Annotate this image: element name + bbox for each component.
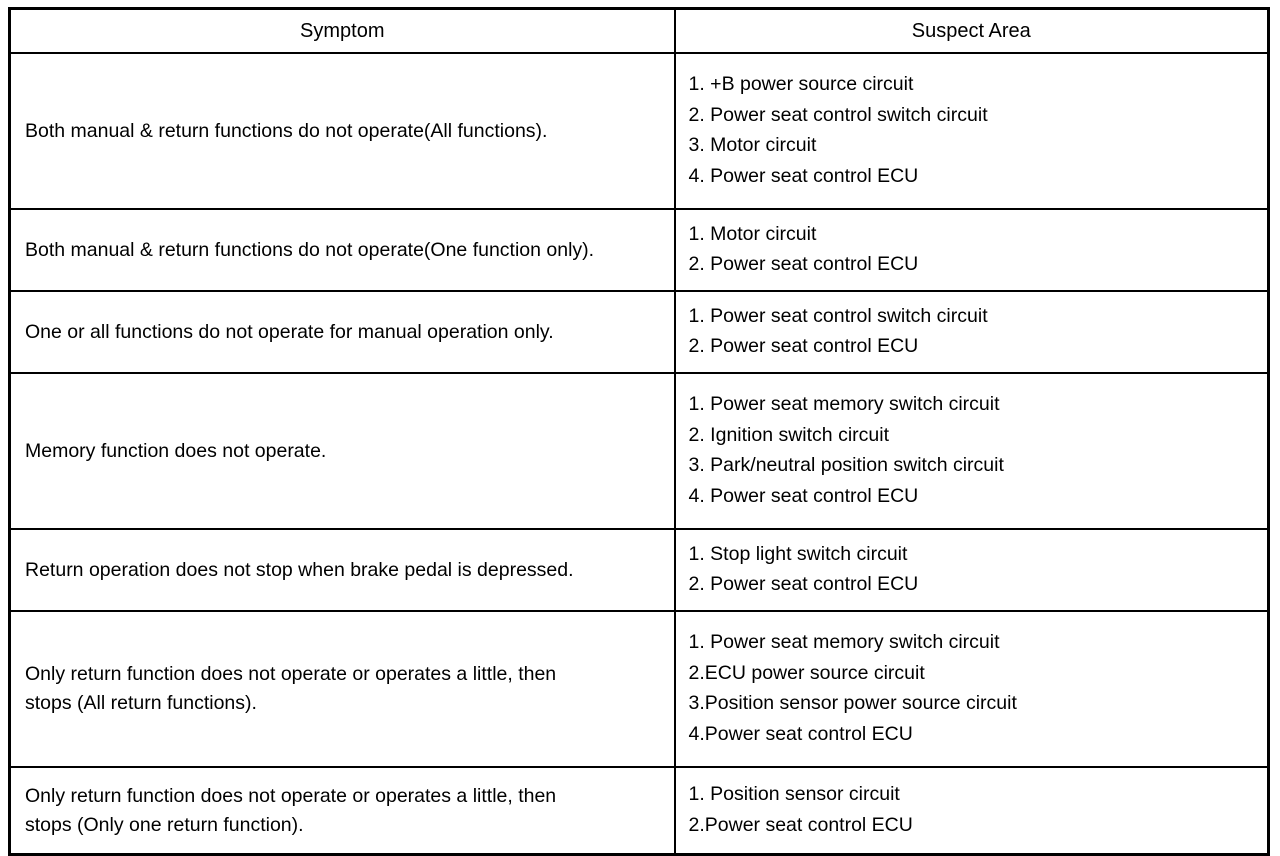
table-row: Both manual & return functions do not op…	[8, 208, 1270, 292]
table-row: Only return function does not operate or…	[8, 610, 1270, 768]
suspect-area-item: 2. Power seat control switch circuit	[688, 103, 988, 126]
symptom-line: Return operation does not stop when brak…	[25, 558, 574, 581]
suspect-area-item: 2.ECU power source circuit	[688, 661, 925, 684]
suspect-area-item: 1. Power seat memory switch circuit	[688, 393, 1000, 415]
symptom-suspect-table: Symptom Suspect Area Both manual & retur…	[8, 7, 1270, 856]
suspect-area-list: 1. Power seat memory switch circuit 2.ECU…	[689, 628, 1258, 750]
suspect-area-list: 1. Power seat control switch circuit 2. P…	[689, 302, 1258, 363]
suspect-area-list: 1. Motor circuit 2. Power seat control EC…	[689, 220, 1258, 281]
suspect-area-item: 2.Power seat control ECU	[688, 813, 913, 836]
symptom-line: One or all functions do not operate for …	[25, 320, 554, 343]
symptom-text: Both manual & return functions do not op…	[25, 117, 664, 146]
suspect-area-item: 2. Ignition switch circuit	[688, 423, 890, 446]
symptom-cell: Memory function does not operate.	[8, 372, 676, 530]
symptom-text: One or all functions do not operate for …	[25, 318, 664, 347]
table-header: Symptom Suspect Area	[8, 7, 1270, 54]
table-row: Memory function does not operate. 1. Powe…	[8, 372, 1270, 530]
column-header-symptom: Symptom	[8, 7, 676, 54]
symptom-line: Both manual & return functions do not op…	[25, 119, 548, 142]
table-body: Both manual & return functions do not op…	[8, 52, 1270, 856]
suspect-area-cell: 1. Power seat memory switch circuit 2.ECU…	[673, 610, 1270, 768]
suspect-area-item: 4.Power seat control ECU	[688, 722, 913, 745]
symptom-text: Both manual & return functions do not op…	[25, 236, 664, 265]
suspect-area-item: 3.Position sensor power source circuit	[688, 692, 1017, 714]
suspect-area-cell: 1. Position sensor circuit 2.Power seat c…	[673, 766, 1270, 856]
suspect-area-item: 4. Power seat control ECU	[688, 164, 919, 187]
table-row: Return operation does not stop when brak…	[8, 528, 1270, 612]
suspect-area-item: 3. Motor circuit	[688, 134, 817, 156]
symptom-cell: Both manual & return functions do not op…	[8, 208, 676, 292]
table-row: One or all functions do not operate for …	[8, 290, 1270, 374]
suspect-area-item: 3. Park/neutral position switch circuit	[688, 454, 1004, 476]
suspect-area-item: 1. Position sensor circuit	[688, 783, 900, 805]
symptom-line: Memory function does not operate.	[25, 439, 327, 462]
suspect-area-item: 1. Motor circuit	[688, 222, 817, 245]
symptom-line: Only return function does not operate or…	[25, 784, 557, 807]
symptom-line: stops (All return functions).	[25, 692, 257, 714]
suspect-area-cell: 1. Power seat control switch circuit 2. P…	[673, 290, 1270, 374]
suspect-area-item: 4. Power seat control ECU	[688, 484, 919, 507]
symptom-line: stops (Only one return function).	[25, 813, 304, 836]
symptom-cell: Only return function does not operate or…	[8, 610, 676, 768]
symptom-text: Only return function does not operate or…	[25, 782, 664, 840]
suspect-area-cell: 1. Motor circuit 2. Power seat control EC…	[673, 208, 1270, 292]
table-row: Only return function does not operate or…	[8, 766, 1270, 856]
symptom-line: Only return function does not operate or…	[25, 663, 557, 686]
suspect-area-list: 1. +B power source circuit 2. Power seat …	[689, 70, 1258, 192]
suspect-area-cell: 1. +B power source circuit 2. Power seat …	[673, 52, 1270, 210]
suspect-area-item: 1. Stop light switch circuit	[688, 542, 908, 565]
suspect-area-item: 1. Power seat memory switch circuit	[688, 631, 1000, 653]
symptom-line: Both manual & return functions do not op…	[25, 238, 595, 261]
symptom-cell: One or all functions do not operate for …	[8, 290, 676, 374]
suspect-area-list: 1. Stop light switch circuit 2. Power sea…	[689, 540, 1258, 601]
suspect-area-cell: 1. Power seat memory switch circuit 2. Ig…	[673, 372, 1270, 530]
suspect-area-item: 1. +B power source circuit	[688, 73, 914, 95]
column-header-suspect-area: Suspect Area	[673, 7, 1270, 54]
symptom-text: Only return function does not operate or…	[25, 660, 664, 718]
suspect-area-item: 2. Power seat control ECU	[688, 253, 919, 275]
suspect-area-cell: 1. Stop light switch circuit 2. Power sea…	[673, 528, 1270, 612]
suspect-area-item: 2. Power seat control ECU	[688, 573, 919, 595]
suspect-area-item: 2. Power seat control ECU	[688, 335, 919, 357]
symptom-text: Memory function does not operate.	[25, 437, 664, 466]
symptom-cell: Return operation does not stop when brak…	[8, 528, 676, 612]
symptom-cell: Only return function does not operate or…	[8, 766, 676, 856]
symptom-suspect-table-container: Symptom Suspect Area Both manual & retur…	[8, 7, 1270, 856]
symptom-text: Return operation does not stop when brak…	[25, 556, 664, 585]
symptom-cell: Both manual & return functions do not op…	[8, 52, 676, 210]
suspect-area-item: 1. Power seat control switch circuit	[688, 304, 988, 327]
suspect-area-list: 1. Position sensor circuit 2.Power seat c…	[689, 780, 1258, 841]
suspect-area-list: 1. Power seat memory switch circuit 2. Ig…	[689, 390, 1258, 512]
table-row: Both manual & return functions do not op…	[8, 52, 1270, 210]
table-header-row: Symptom Suspect Area	[8, 7, 1270, 54]
